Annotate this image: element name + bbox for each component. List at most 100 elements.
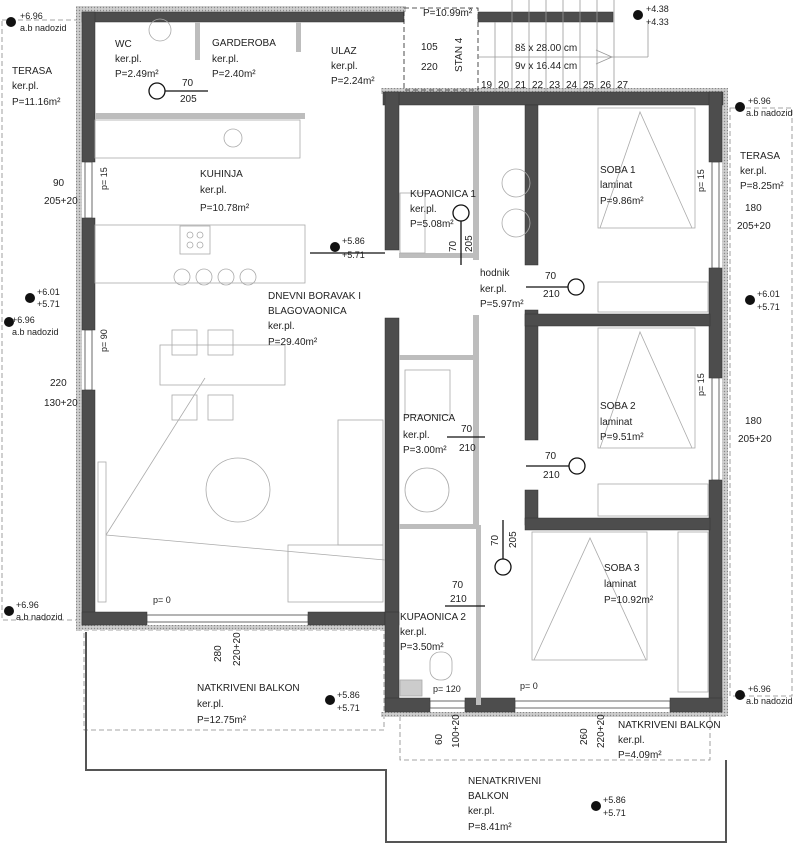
svg-text:+4.33: +4.33 — [646, 17, 669, 27]
svg-text:P=2.40m²: P=2.40m² — [212, 69, 256, 80]
svg-text:260: 260 — [579, 728, 590, 745]
svg-text:P=5.97m²: P=5.97m² — [480, 299, 524, 310]
svg-text:+5.86: +5.86 — [337, 690, 360, 700]
svg-text:70: 70 — [545, 451, 557, 462]
svg-text:laminat: laminat — [600, 417, 632, 428]
svg-text:+6.01: +6.01 — [37, 287, 60, 297]
room-label-hodnik: hodnik ker.pl. P=5.97m² — [480, 268, 524, 310]
svg-text:ker.pl.: ker.pl. — [115, 54, 142, 65]
svg-text:220+20: 220+20 — [232, 632, 243, 666]
svg-text:p= 15: p= 15 — [99, 167, 109, 190]
svg-text:ker.pl.: ker.pl. — [12, 81, 39, 92]
svg-text:TERASA: TERASA — [740, 151, 780, 162]
svg-text:ker.pl.: ker.pl. — [410, 204, 437, 215]
svg-text:a.b nadozid: a.b nadozid — [12, 327, 59, 337]
level-marker-floor: +5.86 +5.71 — [325, 690, 360, 713]
svg-text:KUHINJA: KUHINJA — [200, 169, 243, 180]
svg-text:180: 180 — [745, 203, 762, 214]
svg-text:+6.96: +6.96 — [748, 96, 771, 106]
svg-text:205: 205 — [180, 94, 197, 105]
svg-text:90: 90 — [53, 178, 65, 189]
room-label-terasa-left: TERASA ker.pl. P=11.16m² — [12, 66, 61, 108]
level-marker-nadozid: +6.96 a.b nadozid — [6, 11, 67, 33]
svg-text:205+20: 205+20 — [738, 434, 772, 445]
svg-text:P=8.25m²: P=8.25m² — [740, 181, 784, 192]
svg-text:100+20: 100+20 — [451, 714, 462, 748]
svg-text:BALKON: BALKON — [468, 791, 509, 802]
svg-text:P=2.24m²: P=2.24m² — [331, 76, 375, 87]
room-label-kuhinja: KUHINJA ker.pl. P=10.78m² — [200, 169, 250, 214]
level-marker-nadozid: +6.96 a.b nadozid — [4, 315, 59, 337]
room-label-praonica: PRAONICA ker.pl. P=3.00m² — [403, 413, 456, 456]
svg-text:ker.pl.: ker.pl. — [268, 321, 295, 332]
svg-text:a.b nadozid: a.b nadozid — [746, 108, 793, 118]
svg-text:205+20: 205+20 — [44, 196, 78, 207]
room-label-soba3: SOBA 3 laminat P=10.92m² — [604, 563, 654, 606]
step-number: 24 — [566, 80, 578, 91]
svg-text:+6.96: +6.96 — [748, 684, 771, 694]
room-label-balkon2: NATKRIVENI BALKON ker.pl. P=4.09m² — [618, 720, 721, 761]
svg-text:BLAGOVAONICA: BLAGOVAONICA — [268, 306, 347, 317]
svg-text:laminat: laminat — [604, 579, 636, 590]
svg-text:WC: WC — [115, 39, 132, 50]
svg-text:GARDEROBA: GARDEROBA — [212, 38, 276, 49]
svg-text:210: 210 — [543, 289, 560, 300]
step-number: 23 — [549, 80, 561, 91]
svg-text:70: 70 — [545, 271, 557, 282]
room-label-kupaonica1: KUPAONICA 1 ker.pl. P=5.08m² — [410, 189, 476, 230]
svg-text:PRAONICA: PRAONICA — [403, 413, 456, 424]
svg-text:P=3.00m²: P=3.00m² — [403, 445, 447, 456]
svg-text:+6.96: +6.96 — [16, 600, 39, 610]
window-dimensions: 90 205+20 p= 15 220 130+20 p= 90 180 205… — [44, 167, 772, 748]
entry-door-width: 105 — [421, 42, 438, 53]
svg-text:KUPAONICA 2: KUPAONICA 2 — [400, 612, 466, 623]
svg-text:KUPAONICA 1: KUPAONICA 1 — [410, 189, 476, 200]
svg-text:ker.pl.: ker.pl. — [400, 627, 427, 638]
room-label-soba2: SOBA 2 laminat P=9.51m² — [600, 401, 644, 443]
svg-text:hodnik: hodnik — [480, 268, 510, 279]
level-markers: +6.96 a.b nadozid +6.96 a.b nadozid +6.9… — [4, 4, 793, 818]
level-marker-terrace: +6.01 +5.71 — [25, 287, 60, 309]
svg-text:70: 70 — [452, 580, 464, 591]
svg-text:ker.pl.: ker.pl. — [331, 61, 358, 72]
svg-text:NATKRIVENI BALKON: NATKRIVENI BALKON — [618, 720, 721, 731]
svg-text:280: 280 — [213, 645, 224, 662]
svg-text:+5.71: +5.71 — [337, 703, 360, 713]
room-label-dnevni: DNEVNI BORAVAK I BLAGOVAONICA ker.pl. P=… — [268, 291, 361, 348]
door-markers — [148, 82, 586, 607]
level-marker-floor: +5.86 +5.71 — [591, 795, 626, 818]
svg-text:p= 120: p= 120 — [433, 684, 461, 694]
room-label-wc: WC ker.pl. P=2.49m² — [115, 39, 159, 80]
svg-text:220: 220 — [50, 378, 67, 389]
room-label-garderoba: GARDEROBA ker.pl. P=2.40m² — [212, 38, 276, 80]
svg-text:205: 205 — [464, 235, 475, 252]
room-label-terasa-right: TERASA ker.pl. P=8.25m² — [740, 151, 784, 192]
room-label-balkon3: NENATKRIVENI BALKON ker.pl. P=8.41m² — [468, 776, 541, 833]
step-number: 20 — [498, 80, 510, 91]
svg-text:70: 70 — [490, 534, 501, 546]
svg-text:p= 0: p= 0 — [153, 595, 171, 605]
svg-text:ker.pl.: ker.pl. — [740, 166, 767, 177]
svg-text:p= 0: p= 0 — [520, 681, 538, 691]
svg-text:P=3.50m²: P=3.50m² — [400, 642, 444, 653]
svg-text:+5.71: +5.71 — [603, 808, 626, 818]
stair-area: P=10.99m² — [423, 8, 473, 19]
room-label-ulaz: ULAZ ker.pl. P=2.24m² — [331, 46, 375, 87]
svg-text:+4.38: +4.38 — [646, 4, 669, 14]
svg-text:+5.71: +5.71 — [37, 299, 60, 309]
svg-text:ker.pl.: ker.pl. — [197, 699, 224, 710]
svg-text:ker.pl.: ker.pl. — [212, 54, 239, 65]
svg-text:+6.96: +6.96 — [12, 315, 35, 325]
room-label-balkon1: NATKRIVENI BALKON ker.pl. P=12.75m² — [197, 683, 300, 726]
door-dimensions: 70 205 70 205 70 210 70 210 70 210 70 20… — [180, 78, 560, 605]
step-number: 22 — [532, 80, 544, 91]
svg-text:p= 90: p= 90 — [99, 329, 109, 352]
svg-text:+6.96: +6.96 — [20, 11, 43, 21]
room-label-soba1: SOBA 1 laminat P=9.86m² — [600, 165, 644, 207]
svg-text:P=9.86m²: P=9.86m² — [600, 196, 644, 207]
svg-text:P=8.41m²: P=8.41m² — [468, 822, 512, 833]
svg-text:180: 180 — [745, 416, 762, 427]
step-number: 21 — [515, 80, 527, 91]
stair-risers: 9v x 16.44 cm — [515, 61, 577, 72]
step-number: 25 — [583, 80, 595, 91]
